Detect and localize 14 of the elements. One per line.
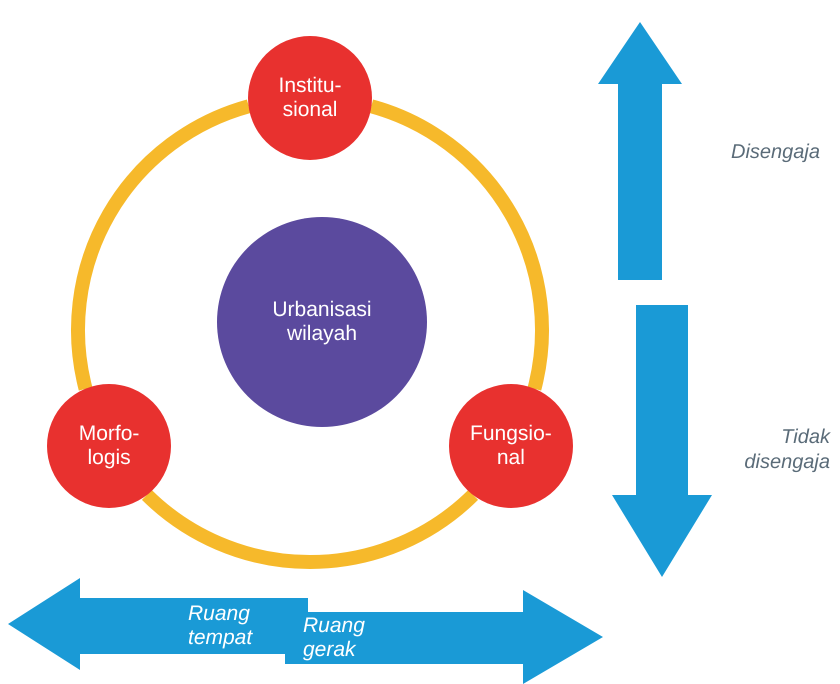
- arrow-caption: Disengaja: [730, 140, 820, 165]
- pointer-shape: [598, 22, 682, 280]
- center-circle: Urbanisasi wilayah: [217, 217, 427, 427]
- arrow-text: Ruang tempat: [188, 602, 254, 650]
- arrow-caption: Tidak disengaja: [743, 425, 830, 475]
- pointer-shape: [612, 305, 712, 577]
- category-circle: Fungsio- nal: [448, 384, 573, 508]
- ring-arc: [71, 100, 252, 390]
- category-circle: Institu- sional: [248, 36, 372, 160]
- arrow-text: Ruang gerak: [303, 614, 366, 662]
- ring-arc: [368, 100, 549, 390]
- category-circle: Morfo- logis: [47, 384, 172, 508]
- ring-arc: [142, 490, 478, 569]
- pointer-shape: [285, 590, 603, 684]
